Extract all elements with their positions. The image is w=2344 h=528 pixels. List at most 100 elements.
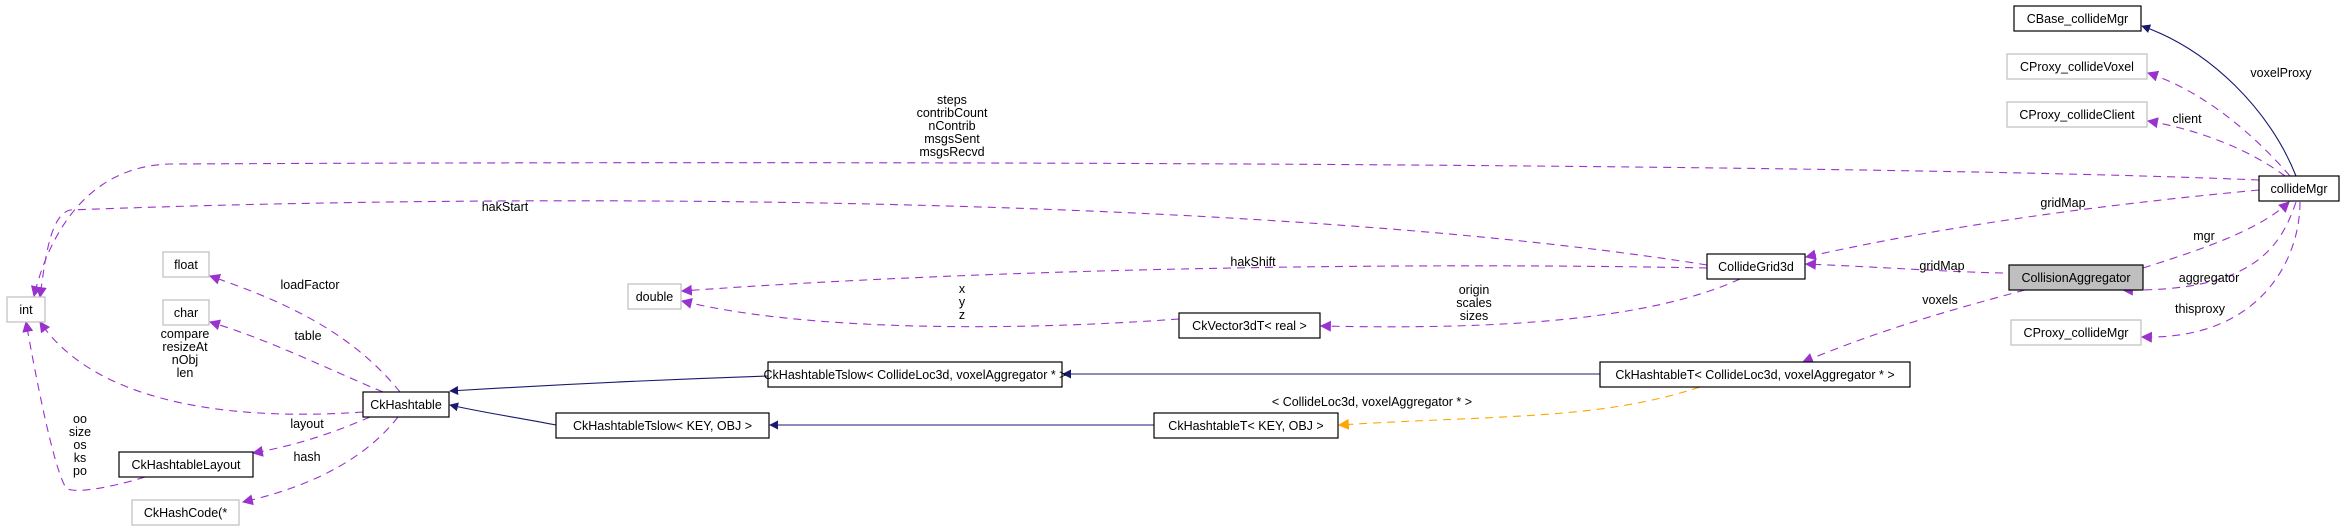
edge-label: scales	[1456, 296, 1491, 310]
edge-label: len	[177, 366, 194, 380]
edge-label: client	[2172, 112, 2202, 126]
node-label: double	[636, 290, 674, 304]
node-CkHashtableTslow_Collide[interactable]: CkHashtableTslow< CollideLoc3d, voxelAgg…	[764, 361, 1067, 388]
node-CProxy_collideClient: CProxy_collideClient	[2006, 101, 2148, 128]
node-float: float	[162, 251, 210, 278]
node-CollisionAggregator[interactable]: CollisionAggregator	[2008, 264, 2144, 291]
edge-label: loadFactor	[280, 278, 339, 292]
node-label: float	[174, 258, 198, 272]
edge-CollisionAggregator-to-CkHashtableT_Collide	[1801, 289, 2026, 364]
node-box	[6, 296, 46, 323]
node-box	[2006, 101, 2148, 128]
node-label: CkHashtableTslow< CollideLoc3d, voxelAgg…	[764, 368, 1067, 382]
edge-label: x	[959, 282, 966, 296]
node-CkHashtableT_Collide[interactable]: CkHashtableT< CollideLoc3d, voxelAggrega…	[1599, 361, 1911, 388]
edge-label: voxelProxy	[2250, 66, 2312, 80]
edge-label: < CollideLoc3d, voxelAggregator * >	[1272, 395, 1472, 409]
edge-label: nContrib	[928, 119, 975, 133]
edge-label: hakShift	[1230, 255, 1276, 269]
edges-layer	[22, 24, 2301, 506]
edge-label: origin	[1459, 283, 1490, 297]
node-label: CkHashtableT< KEY, OBJ >	[1168, 419, 1323, 433]
edge-CollideGrid3d-to-double	[680, 265, 1708, 296]
node-label: CProxy_collideVoxel	[2020, 60, 2134, 74]
edge-label: gridMap	[2040, 196, 2085, 210]
edge-labels-layer: voxelProxy client stepscontribCountnContri…	[69, 66, 2312, 478]
node-collideMgr[interactable]: collideMgr	[2258, 175, 2340, 202]
node-label: int	[19, 303, 33, 317]
edge-collideMgr-to-CProxy_collideMgr	[2140, 201, 2301, 343]
node-CProxy_collideMgr: CProxy_collideMgr	[2010, 319, 2142, 346]
edge-label: mgr	[2193, 229, 2215, 243]
edge-label: steps	[937, 93, 967, 107]
edge-CkVector3dT-to-double	[680, 298, 1180, 328]
node-CollideGrid3d[interactable]: CollideGrid3d	[1706, 253, 1806, 280]
node-box	[1706, 253, 1806, 280]
edge-label: oo	[73, 412, 87, 426]
edge-label: z	[959, 308, 965, 322]
node-box	[767, 361, 1063, 388]
node-label: char	[174, 306, 198, 320]
edge-collideMgr-to-CollideGrid3d	[1804, 189, 2260, 261]
node-box	[1599, 361, 1911, 388]
edge-CollisionAggregator-to-CollideGrid3d	[1804, 258, 2004, 274]
edge-collideMgr-to-CProxy_collideClient	[2146, 117, 2286, 177]
node-label: CkHashCode(*	[144, 506, 228, 520]
node-box	[362, 391, 450, 418]
edge-CkHashtableT_Collide-to-CkHashtableT_KEY	[1337, 386, 1701, 430]
node-box	[2010, 319, 2142, 346]
node-label: CollideGrid3d	[1718, 260, 1794, 274]
node-label: CkHashtableTslow< KEY, OBJ >	[573, 419, 752, 433]
edge-label: po	[73, 464, 87, 478]
node-box	[131, 499, 240, 526]
edge-CkHashtable-to-float	[208, 274, 401, 393]
edge-CkHashtable-to-CkHashCode	[241, 416, 399, 506]
edge-label: msgsSent	[924, 132, 980, 146]
edge-label: msgsRecvd	[919, 145, 984, 159]
node-CkHashtableLayout[interactable]: CkHashtableLayout	[118, 451, 254, 478]
edge-CollideGrid3d-to-int	[35, 200, 1708, 299]
node-label: collideMgr	[2271, 182, 2328, 196]
node-box	[118, 451, 254, 478]
edge-label: voxels	[1922, 293, 1957, 307]
node-box	[162, 299, 210, 326]
node-CBase_collideMgr[interactable]: CBase_collideMgr	[2013, 5, 2142, 32]
node-CkHashtableT_KEY[interactable]: CkHashtableT< KEY, OBJ >	[1153, 412, 1339, 439]
node-label: CkVector3dT< real >	[1192, 319, 1307, 333]
edge-label: os	[73, 438, 86, 452]
edge-label: ks	[74, 451, 87, 465]
node-CkVector3dT[interactable]: CkVector3dT< real >	[1178, 312, 1321, 339]
node-label: CProxy_collideClient	[2019, 108, 2135, 122]
nodes-layer: CBase_collideMgrCProxy_collideVoxelCProx…	[6, 5, 2340, 526]
edge-label: aggregator	[2179, 271, 2239, 285]
node-CkHashtableTslow_KEY[interactable]: CkHashtableTslow< KEY, OBJ >	[555, 412, 770, 439]
edge-label: thisproxy	[2175, 302, 2226, 316]
node-label: CollisionAggregator	[2021, 271, 2130, 285]
edge-collideMgr-to-CollisionAggregator	[2121, 201, 2297, 296]
node-double: double	[627, 283, 682, 310]
node-CkHashtable[interactable]: CkHashtable	[362, 391, 450, 418]
edge-collideMgr-to-CBase_collideMgr	[2141, 24, 2297, 177]
node-label: CkHashtable	[370, 398, 442, 412]
node-CProxy_collideVoxel: CProxy_collideVoxel	[2006, 53, 2148, 80]
edge-label: compare	[161, 327, 210, 341]
edge-label: table	[294, 329, 321, 343]
node-box	[1153, 412, 1339, 439]
node-label: CBase_collideMgr	[2027, 12, 2128, 26]
edge-label: size	[69, 425, 91, 439]
node-box	[627, 283, 682, 310]
edge-CkHashtableTslow_KEY-to-CkHashtable	[449, 402, 557, 426]
edge-label: sizes	[1460, 309, 1488, 323]
node-label: CkHashtableLayout	[131, 458, 241, 472]
edge-CollisionAggregator-to-collideMgr	[2142, 201, 2290, 269]
edge-label: y	[959, 295, 966, 309]
edge-collideMgr-to-CProxy_collideVoxel	[2146, 70, 2291, 177]
edge-collideMgr-to-int	[30, 162, 2260, 298]
node-int: int	[6, 296, 46, 323]
edge-CollideGrid3d-to-CkVector3dT	[1319, 278, 1741, 332]
edge-label: contribCount	[917, 106, 988, 120]
node-box	[2013, 5, 2142, 32]
node-box	[162, 251, 210, 278]
edge-CkHashtable-to-char	[208, 319, 384, 393]
